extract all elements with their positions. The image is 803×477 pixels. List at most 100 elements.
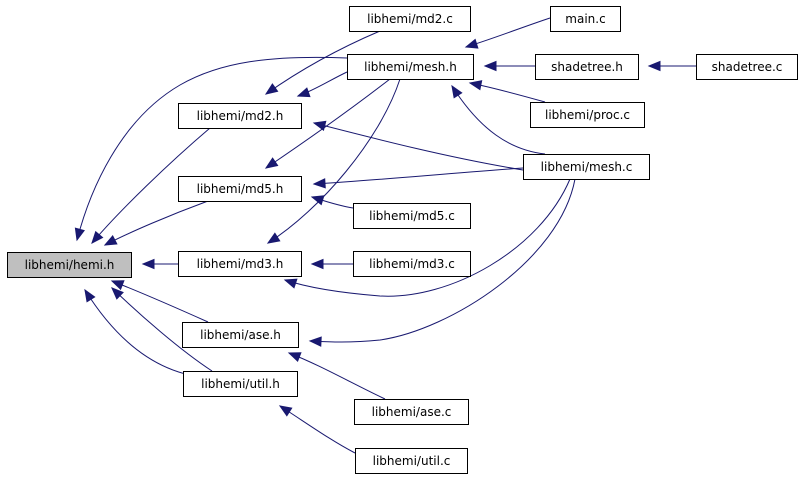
node-md5-c[interactable]: libhemi/md5.c — [353, 203, 471, 229]
edge-md3_h-to-hemi_h — [141, 258, 178, 270]
edge-arrowhead — [278, 405, 293, 417]
edge-proc_c-to-mesh_h — [468, 80, 546, 103]
edge-arrowhead — [264, 83, 279, 95]
edge-arrowhead — [287, 352, 302, 363]
node-label: libhemi/hemi.h — [25, 258, 115, 272]
edge-arrowhead — [84, 288, 96, 303]
node-box — [349, 6, 471, 32]
node-hemi-h[interactable]: libhemi/hemi.h — [7, 252, 132, 278]
edge-arrowhead — [451, 84, 463, 99]
edge-mesh_c-to-md2_h — [312, 120, 524, 171]
edge-line — [288, 352, 386, 400]
node-box — [354, 399, 469, 425]
edge-line — [91, 127, 211, 244]
node-box — [353, 251, 471, 277]
edge-line — [111, 287, 213, 372]
edge-arrowhead — [283, 278, 298, 289]
edge-md5_c-to-md5_h — [310, 195, 354, 209]
edge-arrowhead — [310, 258, 324, 270]
edge-util_h-to-hemi_h — [111, 287, 213, 372]
edge-arrowhead — [296, 87, 311, 98]
node-box — [535, 54, 639, 80]
edge-arrowhead — [312, 178, 326, 189]
node-label: libhemi/md5.h — [197, 182, 284, 196]
edge-shadetree_h-to-mesh_h — [483, 60, 535, 72]
edge-line — [76, 56, 348, 241]
node-label: libhemi/ase.h — [200, 328, 281, 342]
edge-line — [265, 30, 381, 95]
node-box — [696, 54, 798, 80]
node-label: libhemi/mesh.c — [541, 160, 633, 174]
edge-arrowhead — [264, 157, 279, 169]
edge-arrowhead — [468, 80, 483, 91]
node-label: main.c — [565, 12, 605, 26]
edge-line — [465, 17, 551, 48]
edge-line — [313, 122, 524, 171]
edge-line — [469, 82, 546, 103]
node-util-c[interactable]: libhemi/util.c — [355, 448, 468, 474]
edge-md2_c-to-md2_h — [264, 30, 381, 95]
node-md5-h[interactable]: libhemi/md5.h — [178, 176, 302, 202]
edge-main_c-to-mesh_h — [464, 17, 551, 49]
edge-util_c-to-util_h — [278, 405, 356, 454]
edge-mesh_h-to-hemi_h — [74, 56, 348, 242]
node-md3-h[interactable]: libhemi/md3.h — [178, 251, 302, 277]
node-ase-c[interactable]: libhemi/ase.c — [354, 399, 469, 425]
edge-ase_c-to-ase_h — [287, 352, 386, 400]
node-shadetree-h[interactable]: shadetree.h — [535, 54, 639, 80]
node-md2-h[interactable]: libhemi/md2.h — [178, 103, 302, 129]
edge-mesh_h-to-md3_h — [266, 78, 401, 244]
node-label: libhemi/ase.c — [372, 405, 452, 419]
edge-line — [313, 167, 524, 185]
node-box — [530, 102, 645, 128]
node-box — [353, 203, 471, 229]
node-label: libhemi/mesh.h — [364, 60, 457, 74]
node-box — [355, 448, 468, 474]
edge-arrowhead — [464, 38, 479, 49]
edge-arrowhead — [310, 195, 325, 206]
edge-arrowhead — [141, 258, 155, 270]
node-box — [178, 251, 302, 277]
node-label: libhemi/md3.c — [369, 257, 455, 271]
edge-line — [104, 200, 209, 246]
node-mesh-h[interactable]: libhemi/mesh.h — [347, 54, 474, 80]
edge-line — [267, 78, 401, 244]
node-main-c[interactable]: main.c — [550, 6, 621, 32]
edge-ase_h-to-hemi_h — [110, 280, 209, 323]
node-mesh-c[interactable]: libhemi/mesh.c — [523, 154, 650, 180]
edge-mesh_c-to-ase_h — [308, 178, 576, 347]
edge-mesh_c-to-mesh_h — [451, 84, 546, 155]
edge-arrowhead — [312, 120, 327, 131]
node-ase-h[interactable]: libhemi/ase.h — [182, 322, 299, 348]
node-proc-c[interactable]: libhemi/proc.c — [530, 102, 645, 128]
node-label: libhemi/md2.c — [367, 12, 453, 26]
edge-arrowhead — [74, 227, 85, 242]
edge-shadetree_c-to-shadetree_h — [647, 60, 696, 72]
node-box — [550, 6, 621, 32]
nodes-layer: libhemi/hemi.h libhemi/md2.h libhemi/md5.h… — [7, 6, 798, 474]
edge-mesh_c-to-md5_h — [312, 167, 524, 189]
node-label: libhemi/proc.c — [545, 108, 630, 122]
node-label: shadetree.c — [712, 60, 783, 74]
node-box — [183, 371, 298, 397]
node-label: libhemi/util.c — [373, 454, 451, 468]
edge-arrowhead — [483, 60, 497, 72]
edge-md5_h-to-hemi_h — [103, 200, 209, 246]
edge-arrowhead — [110, 280, 125, 291]
node-label: libhemi/md3.h — [197, 257, 284, 271]
edge-md3_c-to-md3_h — [310, 258, 353, 270]
node-util-h[interactable]: libhemi/util.h — [183, 371, 298, 397]
node-label: libhemi/md5.c — [369, 209, 455, 223]
node-md3-c[interactable]: libhemi/md3.c — [353, 251, 471, 277]
node-md2-c[interactable]: libhemi/md2.c — [349, 6, 471, 32]
edge-arrowhead — [647, 60, 661, 72]
edge-line — [279, 405, 356, 454]
edge-mesh_h-to-md2_h — [296, 71, 348, 98]
edge-mesh_c-to-md3_h — [283, 178, 571, 297]
node-label: libhemi/util.h — [201, 377, 280, 391]
node-shadetree-c[interactable]: shadetree.c — [696, 54, 798, 80]
edge-md2_h-to-hemi_h — [91, 127, 211, 245]
node-box — [178, 103, 302, 129]
edge-arrowhead — [266, 232, 281, 244]
edge-line — [451, 85, 546, 155]
